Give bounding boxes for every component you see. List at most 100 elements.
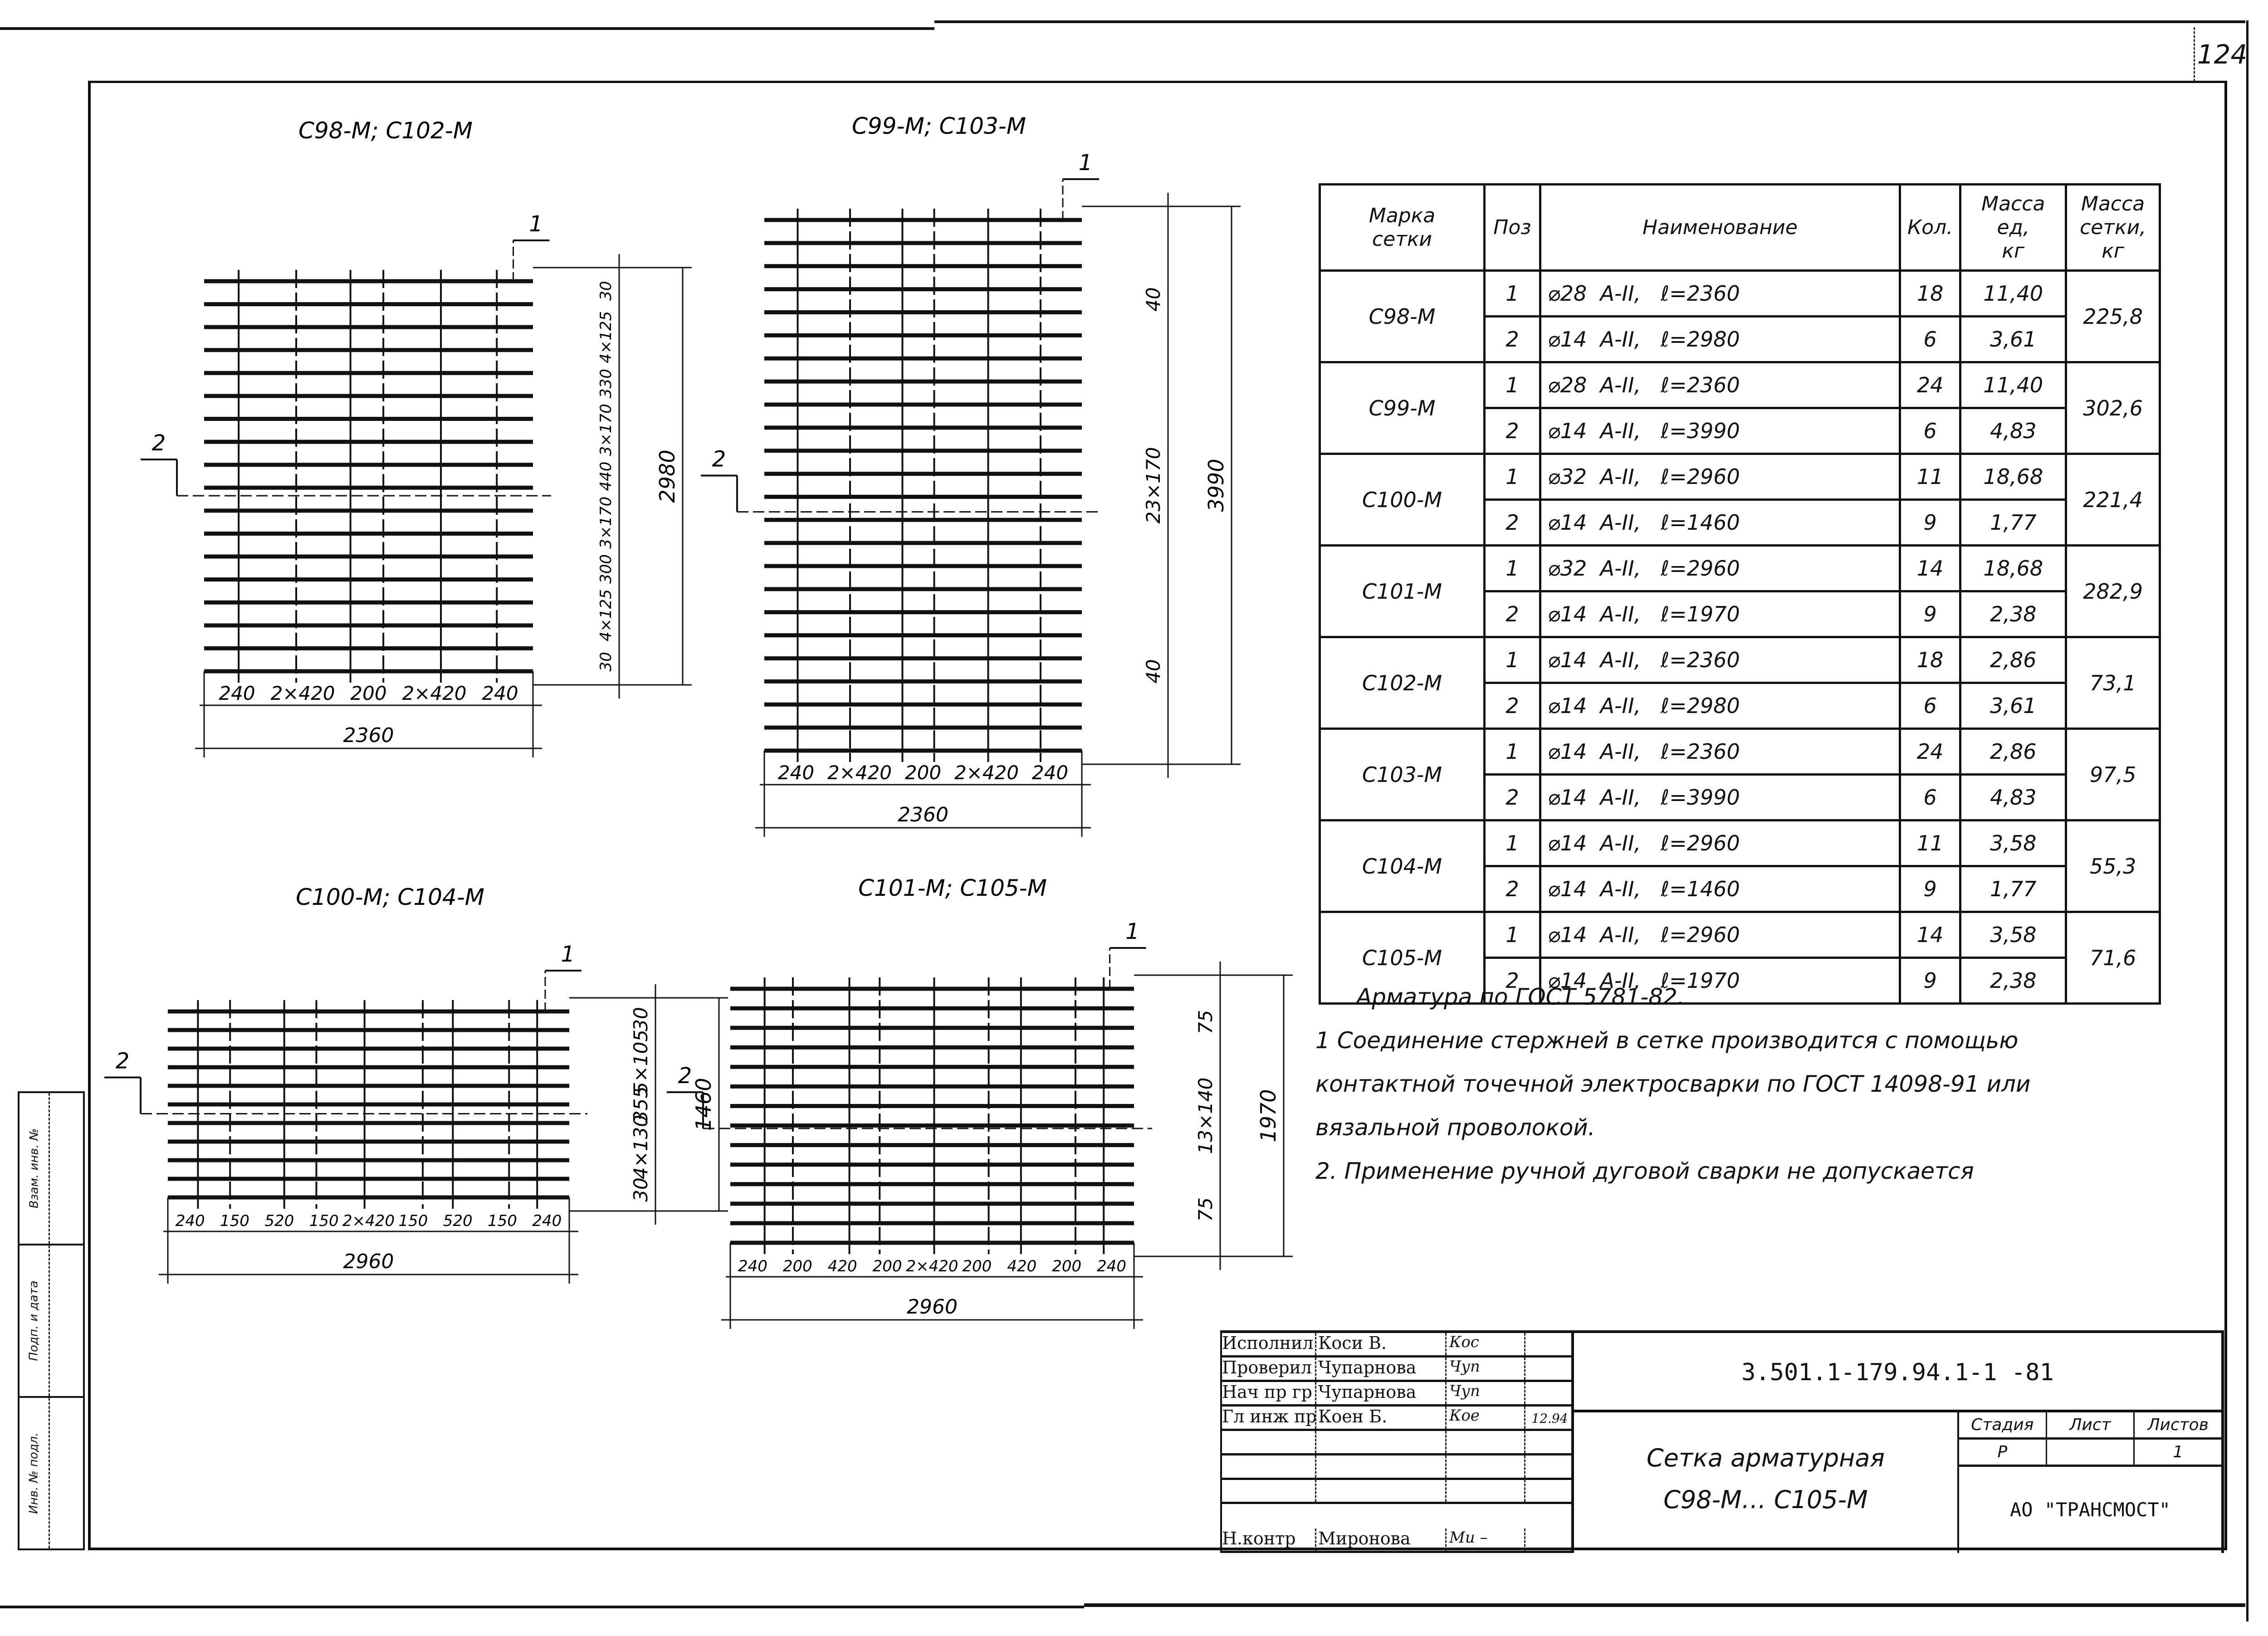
mesh-mark: С100-М [1319,453,1486,547]
signature-role: Н.контр [1222,1529,1316,1551]
svg-text:1: 1 [1125,919,1139,944]
qty: 6 [1898,682,1962,730]
signature-name [1316,1480,1447,1502]
table-header-row: Марка сетки Поз Наименование Кол. Масса … [1319,183,2161,272]
signature-role: Нач пр гр [1222,1382,1316,1404]
sheet-header: Лист [2047,1412,2135,1437]
svg-text:200: 200 [905,762,941,784]
unit-mass: 3,58 [1959,911,2068,959]
mesh-mark: С104-М [1319,819,1486,913]
mesh-mass: 225,8 [2065,269,2161,363]
svg-text:С99-М; С103-М: С99-М; С103-М [852,113,1026,139]
signature-sign: Кое [1447,1406,1525,1429]
pos: 1 [1483,544,1541,592]
unit-mass: 4,83 [1959,407,2068,455]
svg-text:300: 300 [597,554,615,584]
qty: 18 [1898,636,1962,684]
svg-text:С98-М; С102-М: С98-М; С102-М [298,117,473,144]
stage-header: Стадия [1959,1412,2047,1437]
signature-name: Чупарнова [1316,1358,1447,1380]
svg-text:2: 2 [712,447,726,472]
signature-sign: Кос [1447,1333,1525,1355]
svg-text:2: 2 [678,1063,692,1089]
svg-text:200: 200 [962,1257,992,1275]
name: ⌀32 А-II, ℓ=2960 [1539,453,1901,501]
name: ⌀14 А-II, ℓ=2960 [1539,911,1901,959]
side-stamp-cell: Инв. № подл. [20,1398,83,1548]
svg-text:330: 330 [597,369,615,398]
qty: 11 [1898,453,1962,501]
pos: 2 [1483,590,1541,638]
unit-mass: 11,40 [1959,269,2068,317]
mesh-mass: 282,9 [2065,544,2161,638]
name: ⌀32 А-II, ℓ=2960 [1539,544,1901,592]
unit-mass: 18,68 [1959,544,2068,592]
svg-text:150: 150 [398,1212,428,1230]
pos: 2 [1483,498,1541,547]
name: ⌀14 А-II, ℓ=1970 [1539,957,1901,1005]
svg-text:150: 150 [309,1212,339,1230]
name: ⌀14 А-II, ℓ=1460 [1539,498,1901,547]
outer-border-right [2246,20,2248,1621]
side-stamp-cell: Взам. инв. № [20,1093,83,1245]
svg-text:1: 1 [1079,150,1093,176]
svg-text:2980: 2980 [655,449,679,503]
mesh-mass: 71,6 [2065,911,2161,1005]
mesh-mass: 73,1 [2065,636,2161,730]
svg-text:4×125: 4×125 [597,589,615,641]
side-stamp-cell: Подп. и дата [20,1245,83,1398]
side-stamp-strip: Взам. инв. № Подп. и дата Инв. № подл. [18,1091,85,1550]
qty: 9 [1898,498,1962,547]
mesh-mark: С101-М [1319,544,1486,638]
qty: 24 [1898,728,1962,776]
signature-role: Исполнил [1222,1333,1316,1355]
pos: 2 [1483,773,1541,821]
svg-text:С100-М; С104-М: С100-М; С104-М [296,884,484,910]
svg-text:2×420: 2×420 [342,1212,395,1230]
mesh-mark: С103-М [1319,728,1486,821]
sheets-value: 1 [2173,1443,2184,1461]
svg-text:5×105: 5×105 [630,1030,652,1094]
svg-text:240: 240 [176,1212,205,1230]
pos: 2 [1483,315,1541,363]
name: ⌀14 А-II, ℓ=2360 [1539,636,1901,684]
pos: 2 [1483,407,1541,455]
svg-text:23×170: 23×170 [1142,447,1164,524]
drawing-frame [88,81,2227,1550]
signature-role [1222,1480,1316,1502]
svg-text:200: 200 [783,1257,812,1275]
signature-date [1525,1333,1574,1355]
pos: 2 [1483,957,1541,1005]
svg-text:420: 420 [1007,1257,1036,1275]
signature-sign: Ми – [1447,1529,1525,1551]
signature-name: Коси В. [1316,1333,1447,1355]
outer-border-top [0,27,934,30]
signature-sign [1447,1480,1525,1502]
svg-text:1: 1 [529,211,543,237]
unit-mass: 2,86 [1959,728,2068,776]
signature-date [1525,1480,1574,1502]
signature-name [1316,1455,1447,1478]
svg-text:150: 150 [488,1212,517,1230]
qty: 11 [1898,819,1962,867]
signature-sign: Чуп [1447,1382,1525,1404]
signature-role [1222,1431,1316,1453]
stage-value: Р [1959,1440,2047,1465]
svg-text:240: 240 [778,762,814,784]
mesh-mass: 55,3 [2065,819,2161,913]
svg-text:2960: 2960 [907,1295,958,1319]
name: ⌀14 А-II, ℓ=1460 [1539,865,1901,913]
